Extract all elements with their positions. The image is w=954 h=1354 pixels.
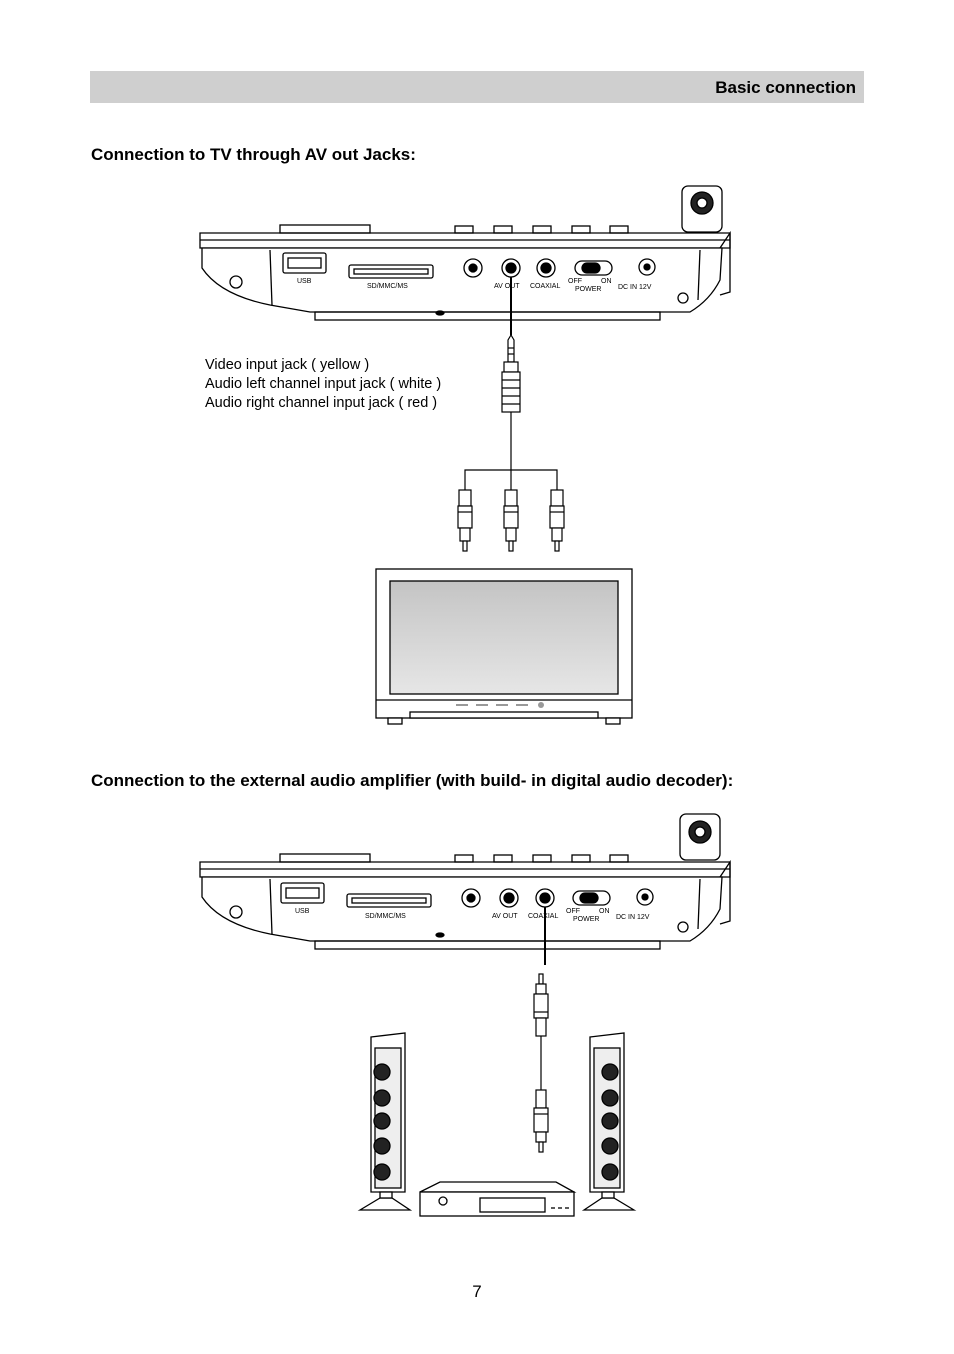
left-speaker: [357, 1032, 413, 1211]
callout-video: Video input jack ( yellow ): [205, 357, 370, 373]
dvd-player-side-view: [199, 185, 731, 335]
rca-plug-red: [549, 489, 565, 552]
tv-connection-diagram: USB SD/MMC/MS AV OUT COAXIAL OFF ON POWE…: [199, 185, 731, 725]
callout-audio-right: Audio right channel input jack ( red ): [205, 395, 438, 411]
av-out-label-2: AV OUT: [492, 913, 518, 920]
jack-callout: Video input jack ( yellow ) Audio left c…: [205, 356, 441, 413]
section-title-amplifier: Connection to the external audio amplifi…: [91, 771, 734, 790]
card-slot-label: SD/MMC/MS: [367, 283, 408, 290]
coaxial-label: COAXIAL: [530, 283, 560, 290]
off-label-2: OFF: [566, 908, 580, 915]
page-number: 7: [472, 1282, 482, 1301]
usb-label: USB: [297, 278, 312, 285]
rca-plug-yellow: [457, 489, 473, 552]
card-slot-label-2: SD/MMC/MS: [365, 913, 406, 920]
page-header-title: Basic connection: [715, 78, 856, 97]
amplifier-connection-diagram: USB SD/MMC/MS AV OUT COAXIAL OFF ON POWE…: [199, 813, 731, 1217]
on-label: ON: [601, 278, 612, 285]
usb-label-2: USB: [295, 908, 310, 915]
right-speaker: [581, 1032, 637, 1211]
coaxial-rca-cable: [533, 973, 549, 1153]
audio-amplifier: [419, 1181, 577, 1217]
device-port-labels-1: USB SD/MMC/MS AV OUT COAXIAL OFF ON POWE…: [297, 278, 652, 293]
device-port-labels-2: USB SD/MMC/MS AV OUT COAXIAL OFF ON POWE…: [295, 908, 650, 923]
rca-splitter-cable: [464, 412, 558, 490]
on-label-2: ON: [599, 908, 610, 915]
av-jack-plug: [501, 333, 521, 413]
coaxial-label-2: COAXIAL: [528, 913, 558, 920]
section-title-tv: Connection to TV through AV out Jacks:: [91, 145, 416, 164]
callout-audio-left: Audio left channel input jack ( white ): [205, 376, 442, 392]
power-label: POWER: [575, 286, 601, 293]
off-label: OFF: [568, 278, 582, 285]
tv-set: [375, 568, 633, 725]
header-bar: Basic connection: [90, 71, 864, 103]
dc-in-label-2: DC IN 12V: [616, 914, 650, 921]
dc-in-label: DC IN 12V: [618, 284, 652, 291]
dvd-player-side-view-2: [199, 813, 731, 965]
rca-plug-white: [503, 489, 519, 552]
av-out-label: AV OUT: [494, 283, 520, 290]
power-label-2: POWER: [573, 916, 599, 923]
